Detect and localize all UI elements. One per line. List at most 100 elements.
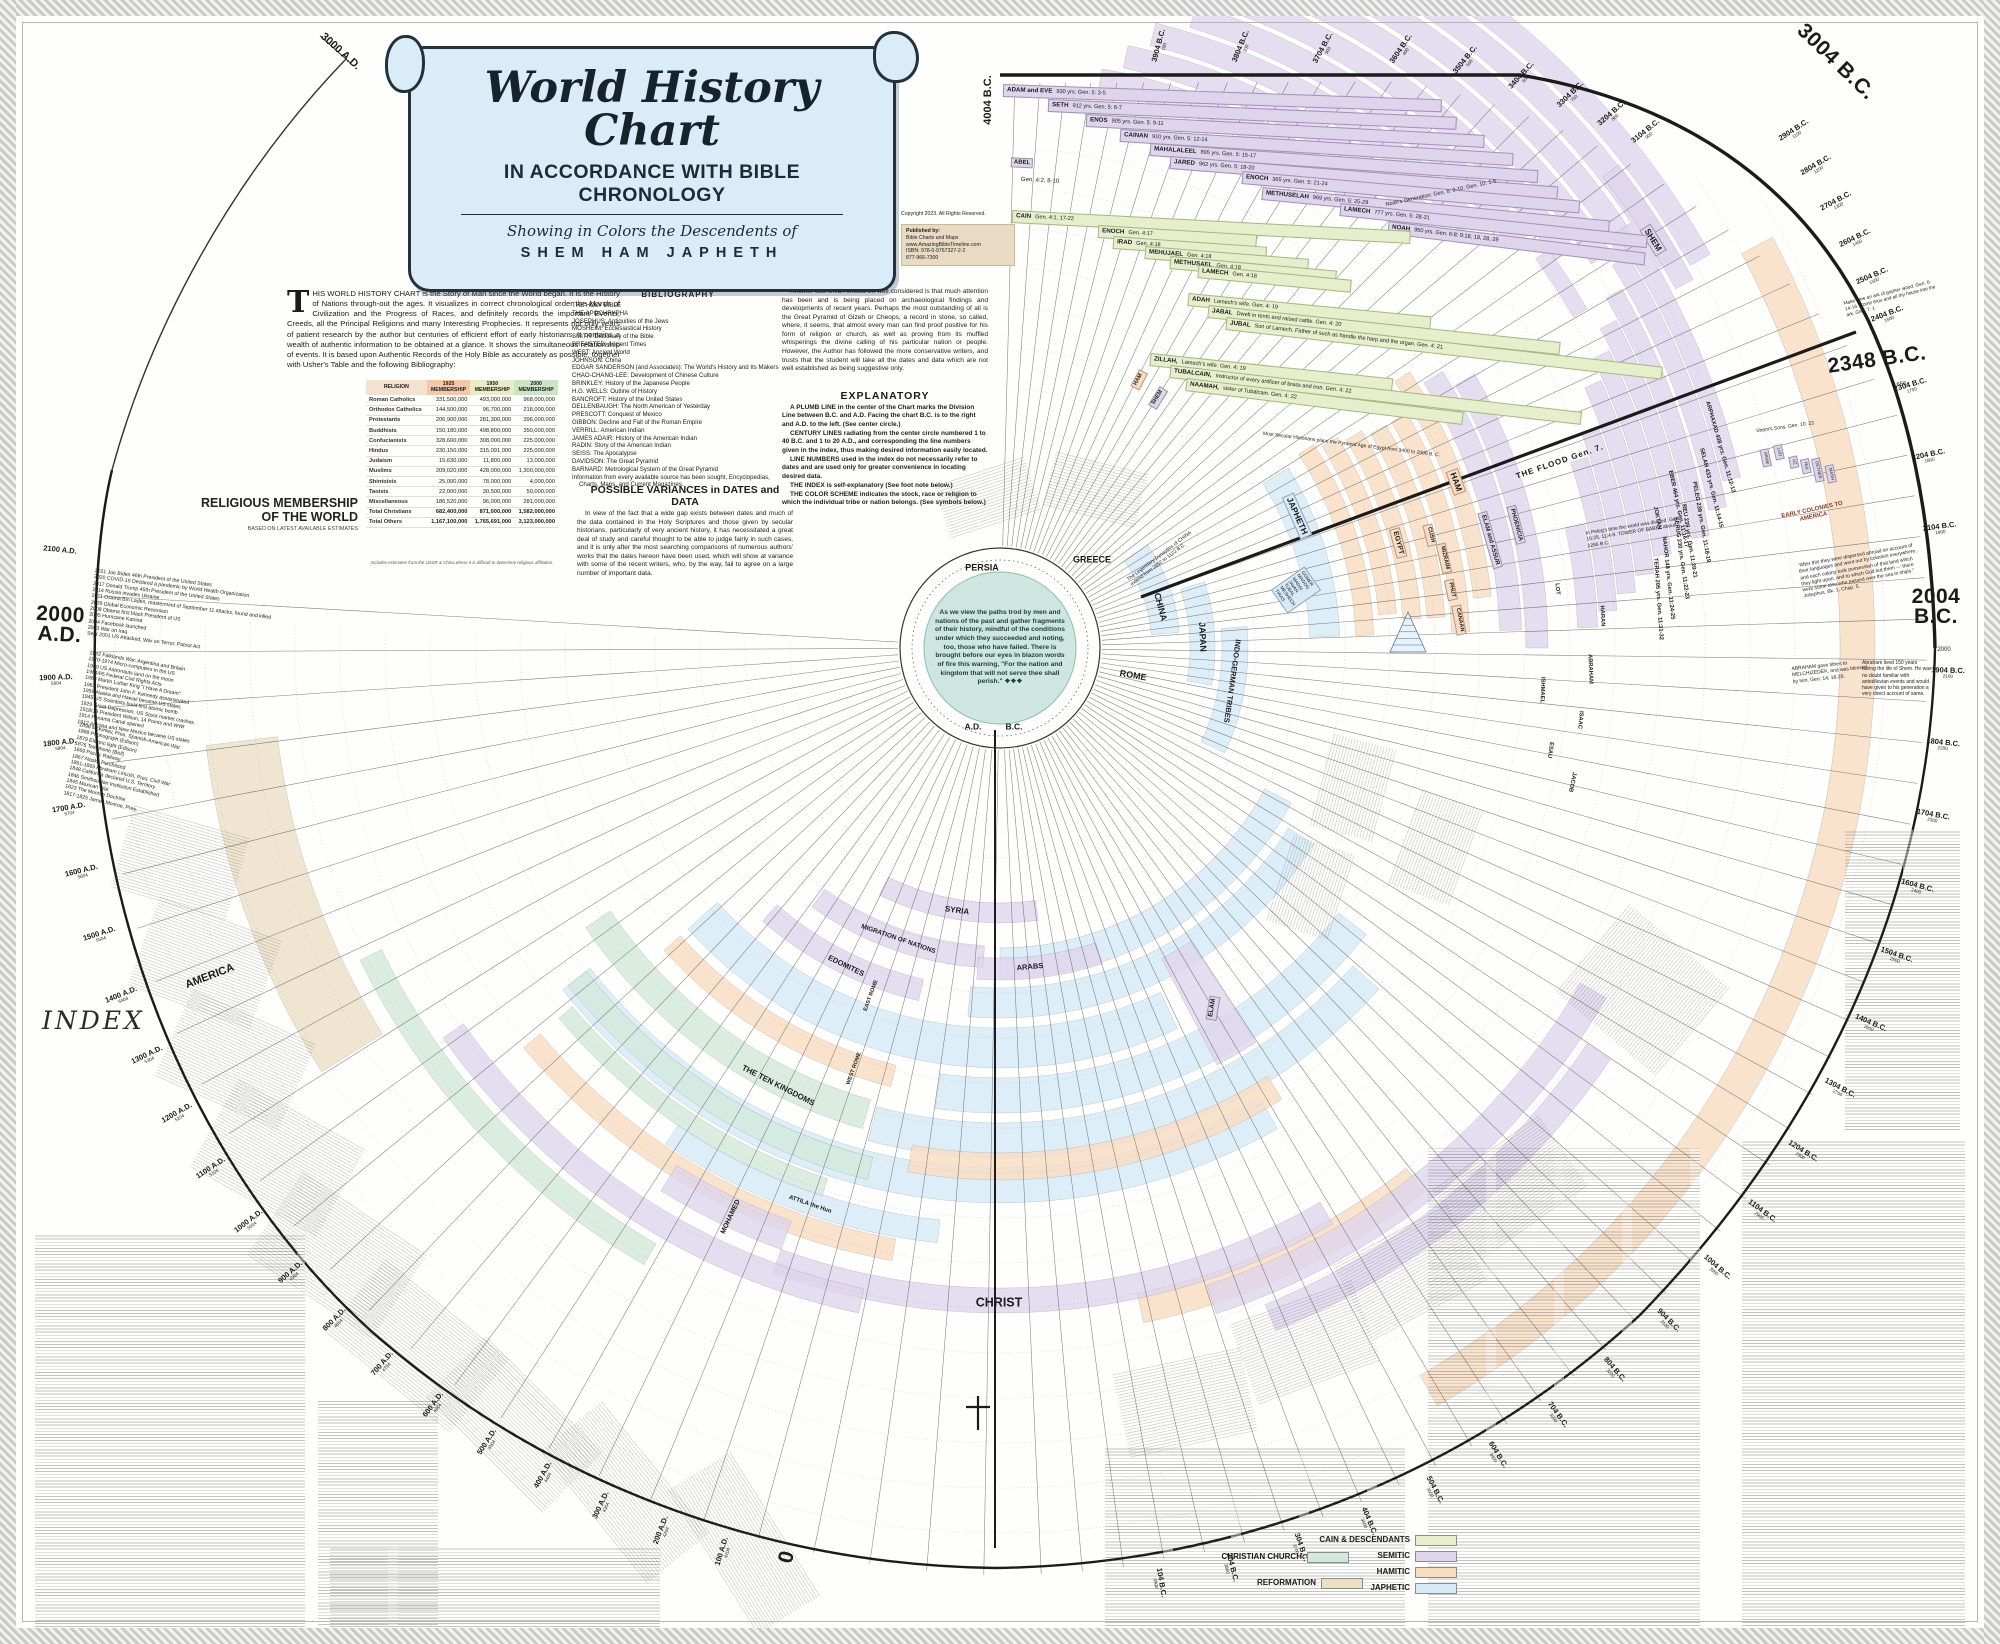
banner-rule [461,214,843,215]
region-label-phut: PHUT [1444,578,1458,602]
rim-year-line-number: 1300 [1832,201,1845,211]
rim-year-line-number: 4904 [288,1270,300,1282]
rim-year-label: 3604 B.C.400 [1388,32,1418,68]
rim-year-line-number: 5304 [143,1055,156,1065]
region-label-arabs: ARABS [1016,960,1044,973]
rim-year-line-number: 400 [1401,47,1410,57]
index-column-block [1105,1448,1405,1626]
legend-swatch-semitic [1415,1551,1457,1562]
rim-year-label: 3704 B.C.300 [1311,30,1339,67]
bibliography-entry: CHAO-CHANG-LEE: Development of Chinese C… [572,372,719,380]
page-subtitle: IN ACCORDANCE WITH BIBLE CHRONOLOGY [503,161,801,206]
region-label-elam-and-assur: ELAM and ASSUR [1477,510,1503,570]
explanatory-paragraph: THE COLOR SCHEME indicates the stock, ra… [782,491,986,507]
rim-year-line-number: 4304 [601,1501,611,1513]
explanatory-paragraph: CENTURY LINES radiating from the center … [782,429,988,454]
region-label-persia: PERSIA [965,562,999,573]
rim-year-line-number: 4204 [661,1526,670,1538]
religion-table-cell: 230,150,000 [426,445,471,457]
rim-year-label: 1104 B.C.2900 [1744,1197,1779,1228]
religion-table-cell: 15,630,000 [426,456,471,467]
religion-table-cell: Total Others [366,516,427,528]
region-label-indo-german-tribes: INDO-GERMAN TRIBES [1222,638,1243,724]
rim-year-label: 500 A.D.4504 [475,1426,502,1459]
religion-table-cell: 11,800,000 [470,456,515,467]
region-label-rome: ROME [1118,668,1148,683]
religion-table-cell: 96,700,000 [470,405,515,416]
rim-year-line-number: 5204 [174,1112,186,1123]
rim-year-line-number: 2700 [1831,1088,1843,1098]
rim-year-line-number: 2800 [1795,1150,1807,1161]
religion-table-cell: 281,300,000 [470,415,515,427]
rim-year-label: 2100 A.D. [42,543,78,556]
patriarch-label-ishmael: ISHMAEL [1538,676,1546,704]
rim-year-line-number: 1900 [1935,528,1947,535]
explanatory-paragraph: A PLUMB LINE in the center of the Chart … [782,404,976,428]
religion-table-cell: 13,000,000 [514,456,558,467]
religion-table-cell: Orthodox Catholics [366,405,427,416]
border-pattern-bottom [0,1628,2000,1644]
region-label-syria: SYRIA [944,904,970,917]
flood-year-label: 2348 B.C. [1826,341,1928,378]
rim-year-label: 2504 B.C.1500 [1854,264,1891,290]
religion-table-cell: Confucianists [366,435,427,447]
religion-table-cell: Shintoists [366,476,427,488]
region-label-mizraim: MIZRAIM [1435,542,1453,574]
religion-table-cell: 186,520,000 [426,496,471,508]
rim-year-line-number: 300 [1324,45,1333,55]
shems-sons-note: Shem's Sons. Gen. 10: 22. [1755,420,1816,435]
index-column-block [35,1235,305,1627]
bibliography-entry: THE APOCHRYPHA [572,309,629,317]
bibliography-entry: DAVIDSON: The Great Pyramid [572,457,659,465]
rim-year-label: 1000 A.D.5004 [233,1207,267,1238]
legend-label-hamitic: HAMITIC [1376,1567,1410,1576]
bibliography-entry: BRINKLEY: History of the Japanese People [572,379,690,387]
legend-label-christian-church: CHRISTIAN CHURCH [1221,1552,1302,1561]
patriarch-label-haran: HARAN [1598,605,1606,627]
religion-table-cell: 206,900,000 [426,415,471,427]
rim-year-line-number: 5104 [208,1167,220,1178]
rim-year-line-number: 1800 [1923,456,1935,464]
rim-year-line-number: 5704 [63,809,75,816]
religion-table-cell: 218,000,000 [514,405,558,416]
variances-section: POSSIBLE VARIANCES in DATES and DATA In … [577,484,793,579]
border-pattern-right [1984,0,2000,1644]
rim-year-label: 404 B.C.3600 [1355,1506,1380,1538]
rim-year-line-number: 5904 [50,680,61,686]
shem-son-uz: UZ [1788,455,1800,469]
religion-table-cell: 331,500,000 [426,395,471,406]
shem-son-aram: ARAM [1759,448,1773,468]
region-label-phoenicia: PHOENICIA [1505,504,1527,546]
rim-year-label: 2104 B.C.1900 [1923,519,1958,537]
patriarch-label-nahor: NAHOR 148 yrs. Gen. 11:24-25 [1660,536,1676,620]
religion-col-header: RELIGION [366,380,427,396]
religion-table-cell: 144,500,000 [426,405,471,416]
religion-table-cell: 4,000,000 [514,476,558,488]
bibliography-entry: Information from every available source … [572,473,770,489]
patriarch-label-lot: LOT [1553,582,1561,596]
rim-year-line-number: 4804 [333,1317,344,1329]
region-label-greece: GREECE [1072,554,1112,565]
legend-swatch-hamitic [1415,1567,1457,1578]
patriarch-label-abraham: ABRAHAM [1586,653,1594,685]
page-title: World History Chart [484,63,820,156]
religion-table-cell: 225,000,000 [514,445,558,457]
region-label-america: AMERICA [183,961,236,992]
religion-table-cell: 350,000,000 [514,425,558,437]
religion-table-cell: 50,000,000 [514,486,558,498]
rim-year-label: 400 A.D.4404 [531,1460,557,1492]
religion-table-cell: 498,800,000 [470,425,515,437]
rim-year-line-number: 4604 [432,1401,443,1414]
religion-table-cell: Roman Catholics [366,395,427,406]
banner-names: SHEM HAM JAPHETH [520,245,784,261]
rim-year-label: 1404 B.C.2600 [1852,1011,1889,1037]
rim-year-3000ad: 3000 A.D. [318,30,363,73]
bibliography-entry: MOSHEIM: Ecclesiastical History [572,325,662,333]
region-label-ham: HAM [1130,369,1148,391]
shem-son-lud: LUD [1773,443,1785,461]
